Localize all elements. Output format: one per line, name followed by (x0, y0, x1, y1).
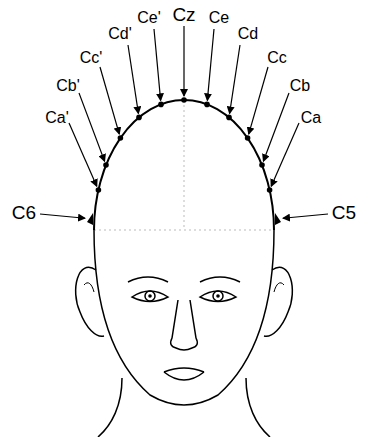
midline (184, 100, 185, 230)
leader-arrow (283, 214, 328, 218)
left-pupil (148, 294, 152, 298)
electrode-dot (259, 162, 265, 168)
electrode-dot (118, 135, 124, 141)
electrode-label: Cz (172, 5, 195, 24)
right-pupil (216, 294, 220, 298)
leader-arrow (79, 93, 105, 161)
electrode-label: Cd (238, 26, 258, 42)
electrode-label: Cd' (108, 26, 132, 42)
electrode-label: Ce (209, 10, 229, 26)
left-eye (132, 291, 168, 302)
left-eyebrow (128, 277, 168, 282)
head-top (94, 100, 274, 230)
electrode-dot (96, 187, 102, 193)
right-ear (264, 267, 292, 336)
left-ear (76, 267, 104, 336)
left-iris (145, 291, 155, 301)
leader-arrow (207, 29, 214, 100)
leader-arrow (271, 123, 299, 186)
electrode-label: Ca' (45, 110, 69, 126)
electrode-label: Cc (267, 50, 287, 66)
electrode-dot (103, 162, 109, 168)
leader-arrow (263, 93, 289, 161)
right-eyebrow (200, 277, 240, 282)
electrode-label: Cb (290, 78, 310, 94)
horizontal-line (94, 230, 274, 231)
right-iris (213, 291, 223, 301)
right-eye (200, 291, 236, 302)
right-ear-inner (274, 283, 284, 292)
face-outline (94, 230, 274, 405)
nose (171, 300, 198, 350)
neck-left (98, 378, 122, 437)
electrode-label: Cb' (56, 78, 80, 94)
electrode-label: Cc' (80, 50, 103, 66)
lower-lip (164, 372, 204, 380)
electrode-label: Ca (301, 110, 321, 126)
leader-arrow (128, 45, 138, 113)
left-ear-inner (84, 283, 94, 292)
electrode-dot (136, 115, 142, 121)
leader-arrow (183, 26, 184, 96)
leader-arrow (100, 67, 119, 134)
electrode-label: C5 (332, 203, 356, 222)
electrode-label: Ce' (137, 10, 161, 26)
electrode-dot (158, 102, 164, 108)
electrode-dot (226, 115, 232, 121)
leader-arrow (40, 214, 85, 218)
leader-arrow (249, 67, 268, 134)
electrode-label: C6 (12, 203, 36, 222)
electrode-dot (181, 97, 187, 103)
leader-arrow (154, 29, 161, 100)
leader-arrow (230, 45, 240, 113)
electrode-dot (267, 187, 273, 193)
electrode-marker (87, 213, 93, 225)
leader-arrow (69, 123, 97, 186)
electrode-marker (275, 213, 281, 225)
neck-right (246, 378, 270, 437)
electrode-dot (245, 135, 251, 141)
electrode-dot (204, 102, 210, 108)
upper-lip (164, 368, 204, 372)
